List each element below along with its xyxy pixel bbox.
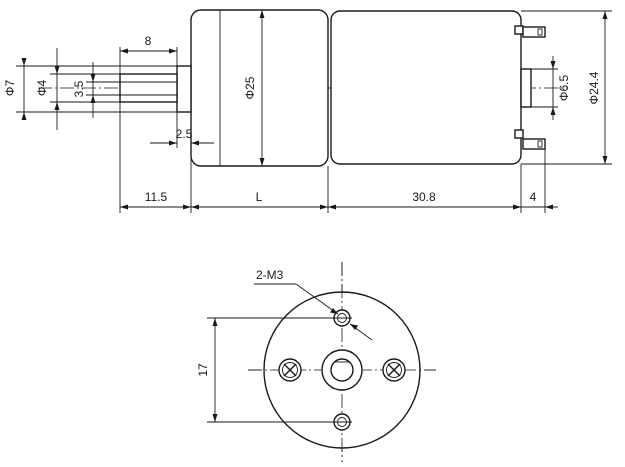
dim-flat-label: 3.5 <box>72 80 86 97</box>
dim-gear-dia-label: Φ25 <box>243 76 257 99</box>
dim-chain-bottom: 11.5 L 30.8 4 <box>119 102 558 213</box>
dim-dia-4-label: Φ4 <box>35 80 49 97</box>
dim-boss-dia-label: Φ6.5 <box>557 75 571 102</box>
screw-right <box>382 358 406 382</box>
dim-dia-7-label: Φ7 <box>3 80 17 97</box>
rear-bearing-boss <box>520 68 532 108</box>
dim-flat: 3.5 <box>72 62 120 118</box>
dim-holes-label: 2-M3 <box>256 268 284 282</box>
dim-boss-len: 2.5 <box>150 112 214 166</box>
terminal-top <box>514 25 546 38</box>
dim-hole-spacing-label: 17 <box>196 363 210 377</box>
end-view: 2-M3 17 <box>196 262 436 462</box>
dim-motor-len-label: 30.8 <box>412 190 436 204</box>
output-shaft <box>119 73 178 103</box>
side-view: 8 Φ7 Φ4 3.5 <box>3 9 612 213</box>
dim-gear-len-label: L <box>256 190 263 204</box>
dim-motor-dia: Φ24.4 <box>521 10 612 165</box>
dim-holes-leader: 2-M3 <box>254 268 373 341</box>
dim-shaft-length: 8 <box>119 34 178 74</box>
dim-motor-dia-label: Φ24.4 <box>587 71 601 104</box>
dim-term-len-label: 4 <box>530 190 537 204</box>
dim-boss-dia: Φ6.5 <box>531 56 571 120</box>
screw-left <box>278 358 302 382</box>
shaft-circle <box>330 358 354 382</box>
dim-shaft-length-label: 8 <box>145 34 152 48</box>
dim-dia-7: Φ7 <box>3 58 177 120</box>
dim-gear-dia: Φ25 <box>243 10 265 166</box>
terminal-bottom <box>514 129 546 150</box>
motor-body <box>330 10 522 165</box>
dim-dia-4: Φ4 <box>35 48 120 130</box>
dim-hole-spacing: 17 <box>196 317 334 423</box>
dim-shaft-ext-label: 11.5 <box>145 190 168 204</box>
dim-boss-len-label: 2.5 <box>176 127 193 141</box>
shaft-boss <box>176 65 192 113</box>
